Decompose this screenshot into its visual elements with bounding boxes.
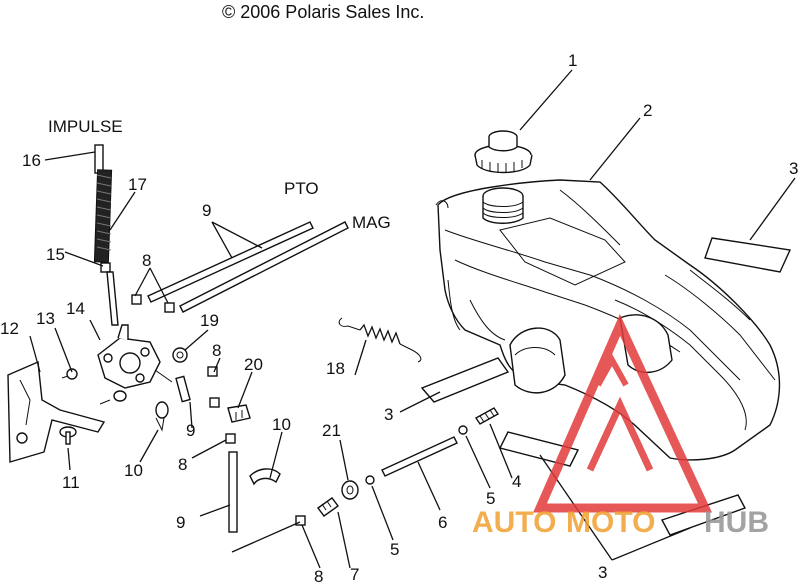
callout-8-mid: 8 [212, 341, 221, 360]
callout-10-right: 10 [272, 415, 291, 434]
pad-3-bottom [660, 494, 747, 536]
valve-20 [227, 404, 251, 423]
fitting-4 [474, 407, 500, 425]
callout-20: 20 [244, 355, 263, 374]
callout-15: 15 [46, 245, 65, 264]
fuel-line-mag [179, 221, 349, 313]
spring-18 [338, 317, 422, 363]
pad-3-top [704, 237, 792, 273]
grommet-mid [99, 390, 127, 405]
callout-10-left: 10 [124, 461, 143, 480]
fuel-line-pto [147, 221, 314, 303]
label-impulse: IMPULSE [48, 117, 123, 136]
callout-2: 2 [643, 101, 652, 120]
callout-8-top: 8 [142, 251, 151, 270]
callout-1: 1 [568, 51, 577, 70]
callout-3-top: 3 [789, 159, 798, 178]
screw-11 [59, 426, 77, 445]
clamps [131, 294, 306, 526]
callout-8-bottom: 8 [314, 567, 323, 584]
callout-12: 12 [0, 319, 19, 338]
callout-14: 14 [66, 299, 85, 318]
callout-5-lower: 5 [390, 540, 399, 559]
label-mag: MAG [352, 213, 391, 232]
grommet-21 [341, 480, 359, 500]
callout-8-left: 8 [178, 455, 187, 474]
callout-21: 21 [322, 421, 341, 440]
callout-9-top: 9 [202, 201, 211, 220]
pad-3-mid [420, 357, 510, 403]
fitting-7 [317, 497, 339, 517]
callout-3-bottom: 3 [598, 563, 607, 582]
callout-4: 4 [512, 472, 521, 491]
fuel-cap [474, 130, 533, 174]
watermark-moto: MOTO [566, 506, 655, 539]
watermark-logo [533, 314, 713, 513]
bolt-13 [61, 368, 78, 380]
callout-9-bottom: 9 [176, 513, 185, 532]
tube-6 [381, 436, 458, 477]
callout-18: 18 [326, 359, 345, 378]
fuel-pump [97, 324, 173, 389]
mount-bracket [7, 360, 106, 463]
fuel-line-short [175, 375, 191, 403]
callout-13: 13 [36, 309, 55, 328]
callout-7: 7 [350, 565, 359, 584]
callout-17: 17 [128, 175, 147, 194]
fuel-line-vertical [228, 451, 238, 533]
callout-3-mid: 3 [384, 405, 393, 424]
callout-9-mid: 9 [186, 421, 195, 440]
tie-strap-left [155, 401, 169, 432]
o-ring-5-lower [365, 475, 375, 485]
copyright-text: © 2006 Polaris Sales Inc. [222, 2, 424, 22]
watermark-auto: AUTO [472, 506, 556, 539]
label-pto: PTO [284, 179, 319, 198]
callout-19: 19 [200, 311, 219, 330]
callout-11: 11 [62, 473, 80, 492]
callout-6: 6 [438, 513, 447, 532]
watermark-hub: HUB [704, 506, 769, 539]
callout-16: 16 [22, 151, 41, 170]
washer-19 [172, 347, 188, 363]
o-ring-5-upper [458, 425, 468, 435]
impulse-line [93, 144, 119, 326]
tie-strap-right [249, 468, 281, 486]
callout-5-upper: 5 [486, 489, 495, 508]
leader-lines [29, 69, 796, 569]
